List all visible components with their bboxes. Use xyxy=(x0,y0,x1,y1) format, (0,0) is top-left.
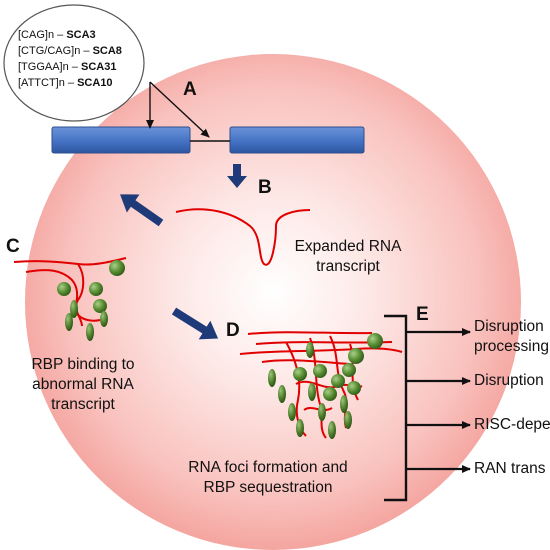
caption-line: RNA foci formation and xyxy=(188,459,348,476)
caption-line: Expanded RNA xyxy=(294,238,402,255)
step-label-b: B xyxy=(258,177,272,198)
arrow-b xyxy=(227,164,247,188)
expanded-rna-caption: Expanded RNA transcript xyxy=(276,237,420,277)
repeat-item: [CAG]n – SCA3 xyxy=(18,29,96,41)
step-label-d: D xyxy=(226,320,240,341)
background-circle xyxy=(25,54,521,550)
foci-caption: RNA foci formation and RBP sequestration xyxy=(158,458,378,498)
arrow-c xyxy=(120,194,164,227)
arrow-d xyxy=(171,307,219,340)
outcome-3: RISC-depe xyxy=(474,416,550,433)
repeat-item: [ATTCT]n – SCA10 xyxy=(18,77,113,89)
caption-line: transcript xyxy=(316,258,380,275)
step-label-a: A xyxy=(183,79,197,100)
repeat-callout xyxy=(3,4,145,122)
outcome-bracket xyxy=(384,314,408,502)
outcome-2: Disruption xyxy=(474,372,544,389)
outcome-line: processing xyxy=(474,338,549,355)
gene-exon-left xyxy=(51,126,191,154)
expanded-rna xyxy=(175,208,311,266)
rbp-complex xyxy=(13,257,127,341)
caption-line: abnormal RNA xyxy=(32,376,134,393)
rna-foci xyxy=(239,331,403,439)
caption-line: RBP binding to xyxy=(31,356,135,373)
outcome-1: Disruption processing xyxy=(474,317,550,357)
repeat-item: [CTG/CAG]n – SCA8 xyxy=(18,45,122,57)
repeat-item: [TGGAA]n – SCA31 xyxy=(18,61,117,73)
caption-line: RBP sequestration xyxy=(203,479,333,496)
outcome-line: Disruption xyxy=(474,318,544,335)
caption-line: transcript xyxy=(51,396,115,413)
outcome-4: RAN trans xyxy=(474,460,546,477)
step-label-c: C xyxy=(6,236,20,257)
rbp-binding-caption: RBP binding to abnormal RNA transcript xyxy=(6,355,160,415)
gene-exon-right xyxy=(229,126,365,154)
step-label-e: E xyxy=(416,304,429,325)
callout-pointer-right xyxy=(149,81,210,138)
